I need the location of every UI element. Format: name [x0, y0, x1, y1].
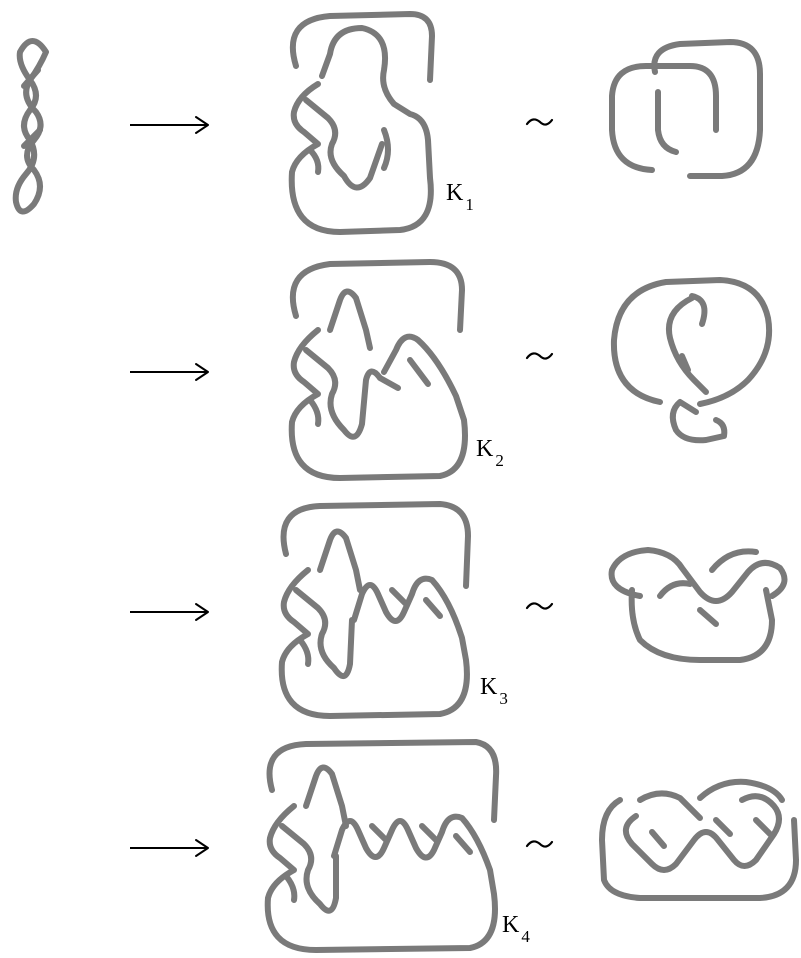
equivalence-tilde-row-3 [525, 602, 554, 610]
knot-diagram-k4 [264, 739, 500, 953]
arrow-row-4 [130, 839, 209, 857]
arrow-row-2 [130, 363, 209, 381]
knot-diagram-k1 [288, 11, 435, 235]
knot-diagram-k3 [278, 501, 471, 719]
arrow-row-1 [130, 116, 209, 134]
reduced-knot-row-2 [610, 277, 773, 444]
reduced-knot-row-1 [609, 39, 763, 179]
equivalence-tilde-row-4 [525, 840, 554, 848]
equivalence-tilde-row-2 [525, 352, 554, 360]
reduced-knot-row-3 [608, 547, 788, 663]
knot-diagram-k2 [288, 259, 468, 481]
arrow-row-3 [130, 603, 209, 621]
reduced-knot-row-4 [599, 778, 799, 901]
equivalence-tilde-row-1 [525, 118, 554, 126]
twisted-band [12, 38, 49, 215]
